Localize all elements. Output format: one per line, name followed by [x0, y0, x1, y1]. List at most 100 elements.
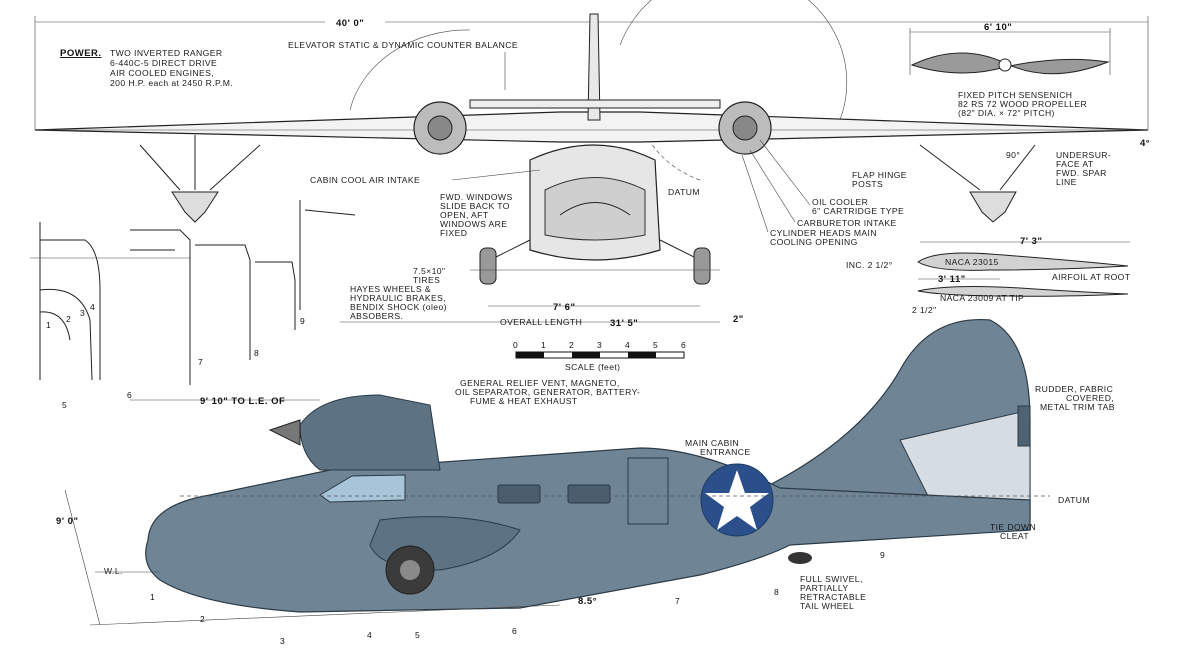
- height-dimension: 9' 0": [56, 516, 78, 527]
- tail-wheel-2: PARTIALLY: [800, 583, 849, 593]
- front-view: 40' 0" 7' 6": [34, 0, 1149, 329]
- section-num-1: 1: [46, 320, 51, 330]
- tail-wheel-4: TAIL WHEEL: [800, 601, 854, 611]
- airfoil-chord: 7' 3": [1020, 236, 1042, 247]
- angle-90: 90°: [1006, 150, 1020, 160]
- main-cabin-2: ENTRANCE: [700, 447, 750, 457]
- tail-wheel-1: FULL SWIVEL,: [800, 574, 863, 584]
- section-num-5: 5: [62, 400, 67, 410]
- station-numbers: 1 2 3 4 5 6 7 8 9: [150, 550, 885, 646]
- undersurface-1: UNDERSUR-: [1056, 150, 1111, 160]
- fwd-windows-note: FWD. WINDOWS SLIDE BACK TO OPEN, AFT WIN…: [440, 192, 513, 238]
- scale-label: SCALE (feet): [565, 362, 620, 372]
- scale-tick-2: 2: [569, 340, 574, 350]
- scale-tick-4: 4: [625, 340, 630, 350]
- station-1: 1: [150, 592, 155, 602]
- naca-tip: NACA 23009 AT TIP: [940, 293, 1024, 303]
- waterline-label: W.L.: [104, 566, 123, 576]
- power-line-1: TWO INVERTED RANGER: [110, 48, 222, 58]
- power-heading: POWER.: [60, 48, 102, 59]
- datum-label: DATUM: [668, 187, 700, 197]
- fwd-windows-3: OPEN, AFT: [440, 210, 489, 220]
- power-note: POWER. TWO INVERTED RANGER 6-440C-5 DIRE…: [60, 48, 233, 88]
- hayes-note: HAYES WHEELS & HYDRAULIC BRAKES, BENDIX …: [350, 284, 447, 321]
- relief-vent-1: GENERAL RELIEF VENT, MAGNETO,: [460, 378, 620, 388]
- section-num-6: 6: [127, 390, 132, 400]
- section-num-4: 4: [90, 302, 95, 312]
- undersurface-3: FWD. SPAR: [1056, 168, 1107, 178]
- rudder-1: RUDDER, FABRIC: [1035, 384, 1113, 394]
- carburetor-note: CARBURETOR INTAKE: [797, 218, 897, 228]
- span-dimension: 40' 0": [336, 18, 364, 29]
- incidence: INC. 2 1/2°: [846, 260, 893, 270]
- dim-4deg: 4°: [1140, 138, 1150, 149]
- oil-cooler-1: OIL COOLER: [812, 197, 868, 207]
- naca-root: NACA 23015: [945, 257, 999, 267]
- tie-down-1: TIE DOWN: [990, 522, 1036, 532]
- tip-offset: 2 1/2": [912, 305, 937, 315]
- station-2: 2: [200, 614, 205, 624]
- prop-diameter: 6' 10": [984, 22, 1012, 33]
- hayes-4: ABSOBERS.: [350, 311, 403, 321]
- airfoil-root: AIRFOIL AT ROOT: [1052, 272, 1131, 282]
- rudder-note: RUDDER, FABRIC COVERED, METAL TRIM TAB: [1035, 384, 1114, 412]
- station-5: 5: [415, 630, 420, 640]
- undersurface-4: LINE: [1056, 177, 1077, 187]
- station-7: 7: [675, 596, 680, 606]
- station-4: 4: [367, 630, 372, 640]
- station-6: 6: [512, 626, 517, 636]
- fwd-windows-2: SLIDE BACK TO: [440, 201, 510, 211]
- cabin-cool-note: CABIN COOL AIR INTAKE: [310, 175, 420, 185]
- tie-down-note: TIE DOWN CLEAT: [990, 522, 1036, 541]
- prop-line-2: 82 RS 72 WOOD PROPELLER: [958, 99, 1087, 109]
- tires-2: TIRES: [413, 275, 440, 285]
- fwd-windows-5: FIXED: [440, 228, 467, 238]
- station-9: 9: [880, 550, 885, 560]
- elevator-note: ELEVATOR STATIC & DYNAMIC COUNTER BALANC…: [288, 40, 518, 50]
- section-stations: 1 2 3 4 5 6 7 8 9 9' 10" TO L.E. OF: [30, 200, 356, 410]
- power-line-3: AIR COOLED ENGINES,: [110, 68, 214, 78]
- relief-vent-note: GENERAL RELIEF VENT, MAGNETO, OIL SEPARA…: [455, 378, 640, 406]
- datum-side: DATUM: [1058, 495, 1090, 505]
- cyl-heads-1: CYLINDER HEADS MAIN: [770, 228, 877, 238]
- hayes-1: HAYES WHEELS &: [350, 284, 431, 294]
- scale-tick-5: 5: [653, 340, 658, 350]
- oil-cooler-2: 6" CARTRIDGE TYPE: [812, 206, 904, 216]
- airfoil-section: 7' 3" NACA 23015 INC. 2 1/2° 3' 11" AIRF…: [846, 236, 1131, 315]
- section-num-7: 7: [198, 357, 203, 367]
- section-num-2: 2: [66, 314, 71, 324]
- fwd-windows-1: FWD. WINDOWS: [440, 192, 513, 202]
- tail-wheel-note: FULL SWIVEL, PARTIALLY RETRACTABLE TAIL …: [800, 574, 866, 611]
- section-num-8: 8: [254, 348, 259, 358]
- station-3: 3: [280, 636, 285, 646]
- le-dimension: 9' 10" TO L.E. OF: [200, 396, 285, 407]
- relief-vent-2: OIL SEPARATOR, GENERATOR, BATTERY-: [455, 387, 640, 397]
- prop-line-1: FIXED PITCH SENSENICH: [958, 90, 1072, 100]
- rudder-2: COVERED,: [1066, 393, 1114, 403]
- side-view: [145, 318, 1050, 613]
- power-line-4: 200 H.P. each at 2450 R.P.M.: [110, 78, 233, 88]
- scale-tick-0: 0: [513, 340, 518, 350]
- propeller-view: 6' 10" FIXED PITCH SENSENICH 82 RS 72 WO…: [909, 22, 1111, 118]
- scale-tick-6: 6: [681, 340, 686, 350]
- overall-length-value: 31' 5": [610, 318, 638, 329]
- tail-wheel-3: RETRACTABLE: [800, 592, 866, 602]
- tires-note: 7.5×10" TIRES: [413, 266, 445, 285]
- overall-length-label: OVERALL LENGTH: [500, 317, 582, 327]
- tires-1: 7.5×10": [413, 266, 445, 276]
- power-line-2: 6-440C-5 DIRECT DRIVE: [110, 58, 217, 68]
- undersurface-2: FACE AT: [1056, 159, 1094, 169]
- hayes-2: HYDRAULIC BRAKES,: [350, 293, 446, 303]
- cyl-heads-2: COOLING OPENING: [770, 237, 858, 247]
- root-partial: 3' 11": [938, 274, 966, 285]
- flap-hinge-note: FLAP HINGE POSTS: [852, 170, 907, 189]
- prop-line-3: (82" DIA. × 72" PITCH): [958, 108, 1055, 118]
- relief-vent-3: FUME & HEAT EXHAUST: [470, 396, 578, 406]
- scale-tick-1: 1: [541, 340, 546, 350]
- scale-bar: 0 1 2 3 4 5 6 SCALE (feet): [513, 340, 686, 372]
- flap-hinge-2: POSTS: [852, 179, 883, 189]
- fwd-windows-4: WINDOWS ARE: [440, 219, 507, 229]
- main-cabin-1: MAIN CABIN: [685, 438, 739, 448]
- step-angle: 8.5°: [578, 596, 597, 607]
